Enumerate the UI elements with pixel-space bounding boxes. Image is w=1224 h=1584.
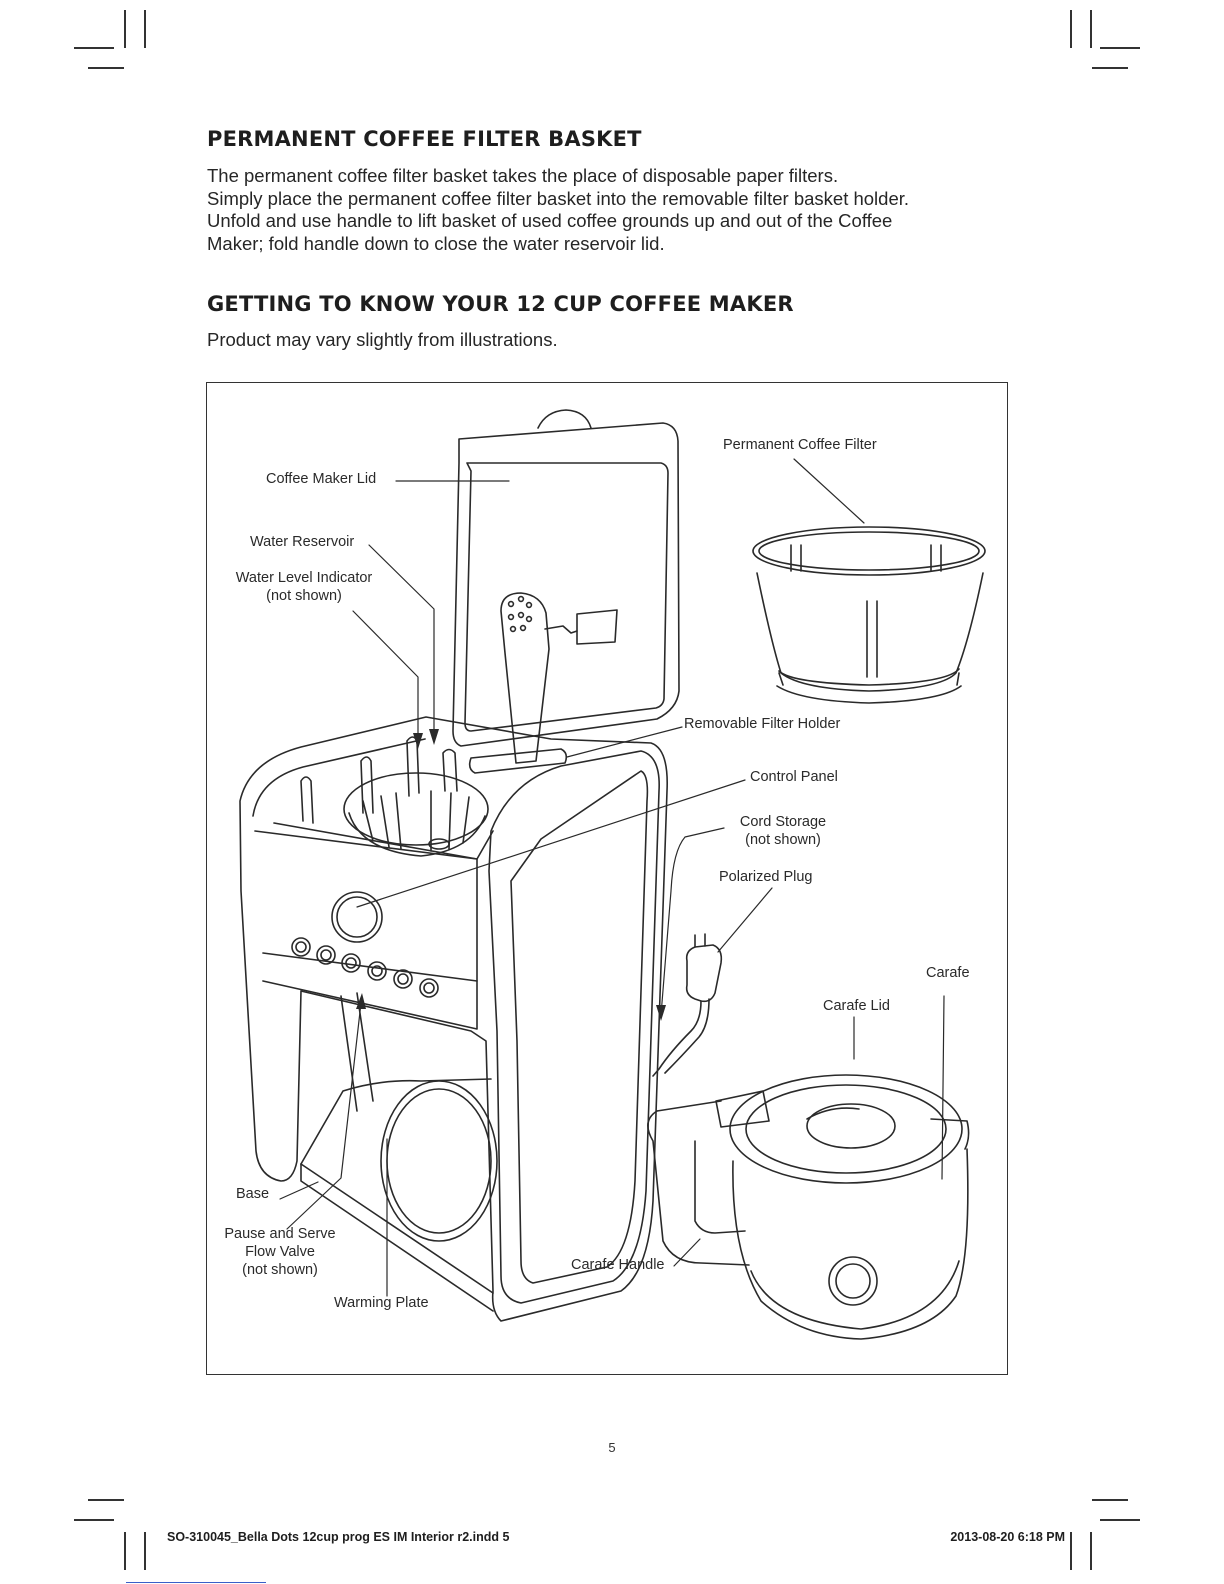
crop-mark (74, 47, 114, 49)
link-underline (126, 1582, 266, 1583)
crop-mark (74, 1519, 114, 1521)
label-carafe-lid: Carafe Lid (823, 997, 890, 1015)
print-timestamp: 2013-08-20 6:18 PM (950, 1530, 1065, 1544)
crop-mark (144, 1532, 146, 1570)
coffee-maker-lid-drawing (452, 409, 680, 747)
crop-mark (124, 1532, 126, 1570)
arrow-heads (356, 729, 666, 1021)
crop-mark (1070, 1532, 1072, 1570)
paragraph-line: Simply place the permanent coffee filter… (207, 187, 910, 209)
label-permanent-coffee-filter: Permanent Coffee Filter (723, 436, 877, 454)
coffee-maker-diagram: Coffee Maker Lid Water Reservoir Water L… (206, 382, 1008, 1375)
label-line: Water Level Indicator (235, 570, 373, 586)
label-carafe-handle: Carafe Handle (571, 1256, 665, 1274)
crop-mark (1092, 67, 1128, 69)
coffee-maker-body-drawing (239, 716, 668, 1322)
permanent-filter-drawing (752, 526, 986, 704)
crop-mark (1100, 47, 1140, 49)
label-water-reservoir: Water Reservoir (250, 533, 354, 551)
label-line: Coffee Maker Lid (266, 471, 377, 487)
crop-mark (1090, 10, 1092, 48)
paragraph-line: Product may vary slightly from illustrat… (207, 329, 558, 350)
crop-mark (1090, 1532, 1092, 1570)
paragraph-line: Unfold and use handle to lift basket of … (207, 210, 893, 231)
label-line: Permanent Coffee Filter (723, 437, 877, 453)
coffee-maker-illustration (239, 409, 986, 1340)
label-leader-lines (279, 458, 945, 1297)
plug-and-cord-drawing (652, 933, 723, 1077)
label-line: (not shown) (745, 832, 821, 848)
file-slug: SO-310045_Bella Dots 12cup prog ES IM In… (167, 1530, 510, 1544)
crop-mark (1100, 1519, 1140, 1521)
section-heading-filter-basket: PERMANENT COFFEE FILTER BASKET (207, 127, 642, 151)
label-line: Cord Storage (739, 814, 827, 830)
label-control-panel: Control Panel (750, 768, 838, 786)
label-warming-plate: Warming Plate (334, 1294, 429, 1312)
crop-mark (88, 67, 124, 69)
label-line: (not shown) (242, 1262, 318, 1278)
label-line: Pause and Serve (224, 1226, 336, 1242)
label-removable-filter-holder: Removable Filter Holder (684, 715, 840, 733)
label-coffee-maker-lid: Coffee Maker Lid (266, 470, 376, 488)
paragraph-line: The permanent coffee filter basket takes… (207, 165, 839, 186)
label-carafe: Carafe (926, 964, 970, 982)
crop-mark (144, 10, 146, 48)
label-line: Carafe Lid (823, 998, 890, 1014)
label-line: Warming Plate (334, 1295, 429, 1311)
label-line: Flow Valve (245, 1244, 315, 1260)
label-line: Polarized Plug (719, 869, 813, 885)
label-water-level-indicator: Water Level Indicator (not shown) (231, 569, 377, 605)
filter-handle-drawing (468, 592, 618, 774)
crop-mark (124, 10, 126, 48)
label-line: Control Panel (750, 769, 838, 785)
crop-mark (1092, 1499, 1128, 1501)
label-line: Carafe (926, 965, 970, 981)
paragraph-line: Maker; fold handle down to close the wat… (207, 232, 665, 254)
product-note: Product may vary slightly from illustrat… (207, 329, 558, 352)
label-line: Removable Filter Holder (684, 716, 841, 732)
filter-basket-paragraph: The permanent coffee filter basket takes… (207, 165, 909, 255)
crop-mark (88, 1499, 124, 1501)
label-polarized-plug: Polarized Plug (719, 868, 813, 886)
carafe-drawing (647, 1074, 970, 1340)
crop-mark (1070, 10, 1072, 48)
label-pause-and-serve: Pause and Serve Flow Valve (not shown) (215, 1225, 345, 1279)
label-base: Base (236, 1185, 269, 1203)
label-line: Carafe Handle (571, 1257, 665, 1273)
label-line: Water Reservoir (250, 534, 355, 550)
section-heading-getting-to-know: GETTING TO KNOW YOUR 12 CUP COFFEE MAKER (207, 292, 794, 316)
label-cord-storage: Cord Storage (not shown) (727, 813, 839, 849)
label-line: Base (236, 1186, 270, 1202)
label-line: (not shown) (266, 588, 342, 604)
page-number: 5 (608, 1440, 616, 1455)
